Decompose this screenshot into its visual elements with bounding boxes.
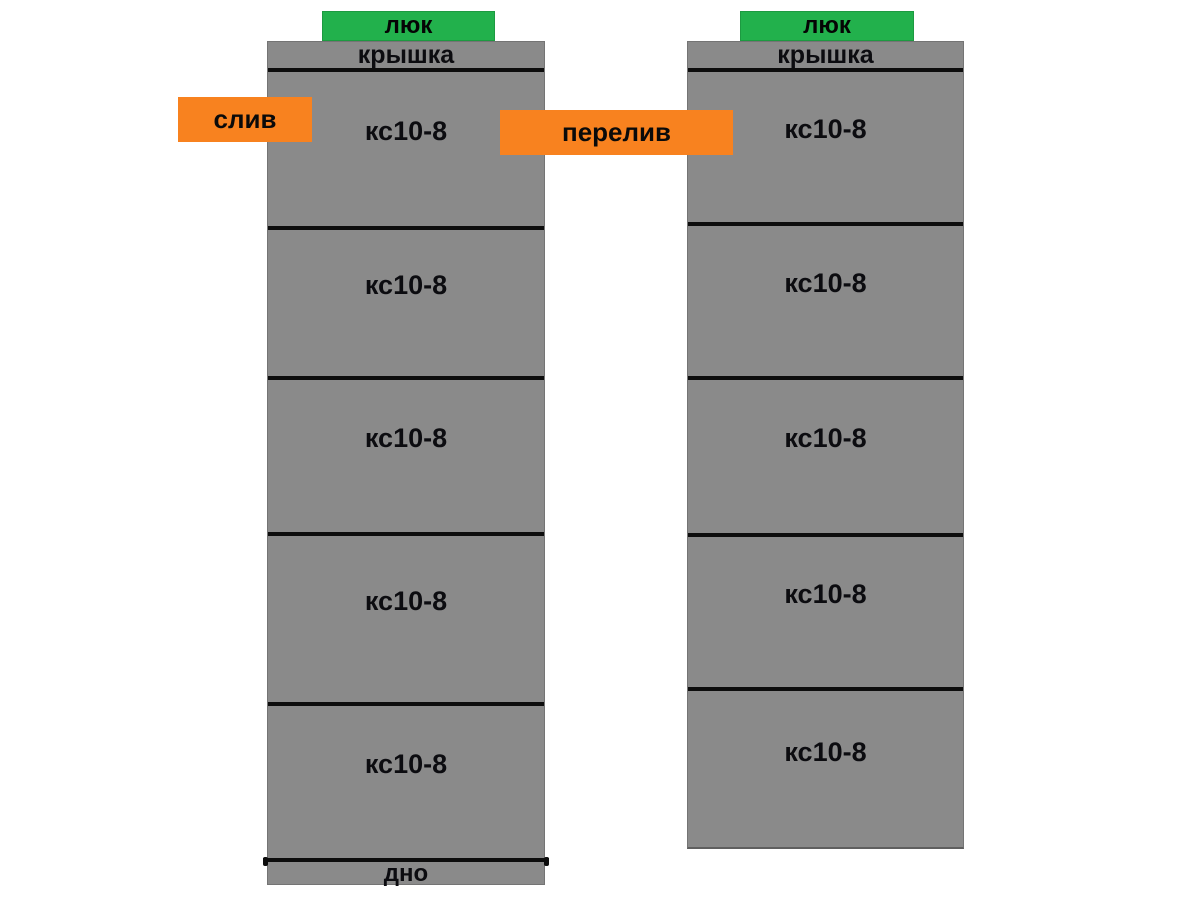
floor-line <box>263 857 549 866</box>
cover-section: крышка <box>268 40 544 72</box>
ring-label: кс10-8 <box>364 422 448 453</box>
ring-section: кс10-8 <box>268 230 544 380</box>
cover-section: крышка <box>688 40 963 72</box>
ring-label: кс10-8 <box>364 585 448 616</box>
cover-label: крышка <box>357 40 455 69</box>
ring-section: кс10-8 <box>688 72 963 226</box>
ring-section: кс10-8 <box>688 380 963 537</box>
overflow-callout: перелив <box>500 110 733 155</box>
ring-section: кс10-8 <box>688 537 963 691</box>
ring-section: кс10-8 <box>688 691 963 849</box>
cover-label: крышка <box>777 40 874 69</box>
floor-label: дно <box>383 859 429 887</box>
ring-label: кс10-8 <box>364 115 448 146</box>
ring-section: кс10-8 <box>268 706 544 858</box>
manhole-hatch-left: люк <box>322 11 495 41</box>
ring-label: кс10-8 <box>364 269 448 300</box>
overflow-callout-label: перелив <box>562 117 671 147</box>
ring-label: кс10-8 <box>784 113 867 144</box>
ring-label: кс10-8 <box>784 267 867 298</box>
ring-label: кс10-8 <box>784 423 867 453</box>
tank-column-left: крышка кс10-8 кс10-8 кс10-8 кс10-8 кс10-… <box>263 40 549 887</box>
hatch-label: люк <box>384 12 433 39</box>
manhole-hatch-right: люк <box>740 11 914 41</box>
ring-label: кс10-8 <box>364 748 448 779</box>
ring-section: кс10-8 <box>268 72 544 230</box>
ring-label: кс10-8 <box>784 578 867 609</box>
ring-section: кс10-8 <box>268 380 544 536</box>
ring-section: кс10-8 <box>268 536 544 706</box>
drain-callout-label: слив <box>213 104 277 134</box>
hatch-label: люк <box>803 12 851 39</box>
ring-label: кс10-8 <box>784 736 867 767</box>
drain-callout: слив <box>178 97 312 142</box>
tank-column-right: крышка кс10-8 кс10-8 кс10-8 кс10-8 кс10-… <box>687 41 964 849</box>
ring-section: кс10-8 <box>688 226 963 380</box>
floor-section: дно <box>268 859 544 887</box>
